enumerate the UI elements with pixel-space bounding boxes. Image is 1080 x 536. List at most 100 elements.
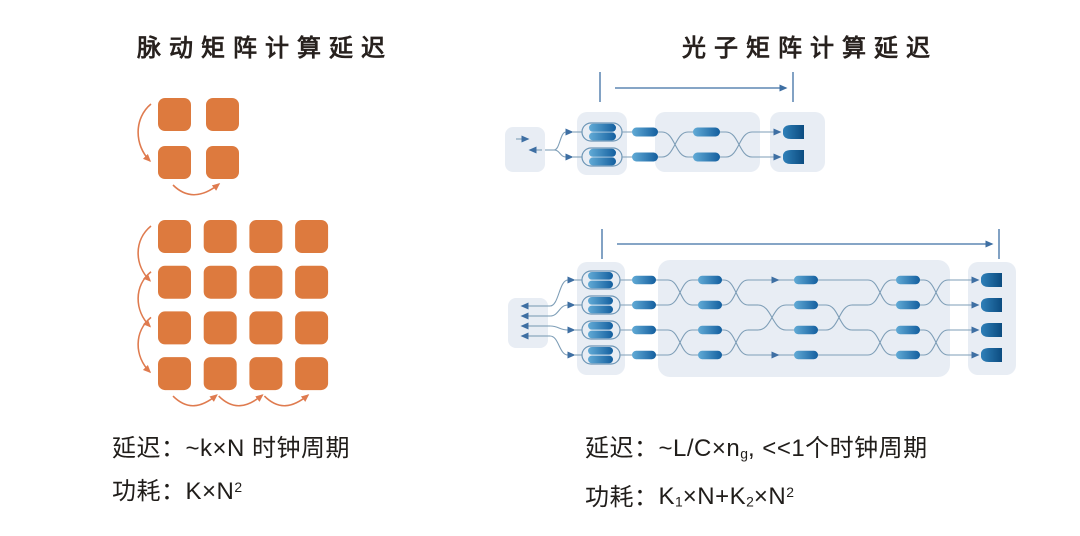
phase-shifter-pill	[698, 275, 722, 285]
phase-shifter-pill	[896, 325, 920, 335]
photonic-specs: 延迟：~L/C×ng, <<1个时钟周期 功耗：K1×N+K2×N2	[585, 429, 928, 522]
pe-cell	[295, 357, 329, 391]
photonic-circuit-4ch	[508, 229, 1016, 377]
waveguide	[661, 131, 689, 158]
phase-shifter-pill	[589, 123, 616, 132]
phase-shifter-pill	[698, 325, 722, 335]
pe-cell	[203, 220, 237, 253]
waveguide	[867, 279, 893, 306]
waveguide	[757, 304, 787, 331]
phase-shifter-pill	[588, 355, 613, 364]
phase-shifter-pill	[896, 275, 920, 285]
phase-shifter-pill	[632, 152, 658, 162]
waveguide	[825, 304, 853, 331]
input-block	[505, 127, 545, 172]
pe-cell	[295, 265, 329, 299]
waveguide	[549, 325, 569, 331]
phase-shifter-pill	[794, 275, 818, 285]
phase-shifter-pill	[589, 148, 616, 157]
waveguide	[867, 329, 893, 356]
power-formula: K×N2	[185, 477, 243, 505]
waveguide	[549, 279, 569, 307]
power-label: 功耗：	[112, 477, 186, 505]
power-formula: K1×N+K2×N2	[658, 483, 794, 511]
pe-cell	[249, 220, 283, 253]
pe-cell	[295, 311, 329, 345]
latency-label: 延迟：	[112, 435, 186, 462]
pe-cell	[295, 220, 329, 253]
phase-shifter-pill	[588, 272, 613, 280]
col-shift-arrow-icon	[218, 394, 264, 407]
photonic-circuit-2ch	[505, 72, 825, 175]
col-shift-arrow-icon	[263, 394, 310, 407]
phase-shifter-pill	[588, 322, 613, 330]
phase-shifter-pill	[588, 330, 613, 339]
photodetector-icon	[981, 298, 1002, 312]
photodetector-icon	[981, 348, 1002, 362]
systolic-array-4x4	[137, 220, 329, 407]
waveguide	[725, 131, 753, 158]
phase-shifter-pill	[693, 152, 720, 162]
phase-shifter-pill	[896, 350, 920, 360]
phase-shifter-pill	[896, 300, 920, 310]
waveguide	[923, 329, 949, 356]
photodetector-icon	[783, 125, 804, 139]
pe-cell	[158, 98, 191, 131]
pe-cell	[203, 311, 237, 345]
systolic-specs: 延迟：~k×N 时钟周期 功耗：K×N2	[112, 429, 350, 511]
phase-shifter-pill	[589, 157, 616, 166]
latency-label: 延迟：	[585, 435, 659, 462]
waveguide	[549, 304, 569, 317]
systolic-power-line: 功耗：K×N2	[112, 468, 350, 511]
photodetector-icon	[783, 150, 804, 164]
col-shift-arrow-icon	[172, 183, 221, 196]
pe-cell	[158, 220, 191, 253]
latency-formula: ~L/C×ng, <<1个时钟周期	[658, 435, 928, 462]
photodetector-icon	[981, 273, 1002, 287]
waveguide	[553, 149, 567, 158]
latency-formula: ~k×N 时钟周期	[185, 435, 351, 462]
phase-shifter-pill	[588, 280, 613, 289]
systolic-array-2x2	[137, 98, 239, 196]
waveguide	[667, 329, 693, 356]
pe-cell	[249, 311, 283, 345]
photonic-panel-title: 光子矩阵计算延迟	[682, 35, 938, 62]
power-label: 功耗：	[585, 483, 659, 511]
phase-shifter-pill	[632, 127, 658, 137]
photonic-latency-line: 延迟：~L/C×ng, <<1个时钟周期	[585, 429, 928, 474]
waveguide	[667, 279, 693, 306]
pe-cell	[249, 357, 283, 391]
phase-shifter-pill	[698, 300, 722, 310]
detector-block	[968, 262, 1016, 375]
phase-shifter-pill	[794, 350, 818, 360]
phase-shifter-pill	[589, 132, 616, 141]
waveguide	[723, 329, 749, 356]
phase-shifter-pill	[794, 325, 818, 335]
phase-shifter-pill	[588, 347, 613, 355]
pe-cell	[158, 357, 191, 391]
pe-cell	[158, 146, 191, 179]
waveguide	[549, 335, 569, 356]
photonic-power-line: 功耗：K1×N+K2×N2	[585, 474, 928, 522]
row-shift-arrow-icon	[137, 316, 152, 374]
phase-shifter-pill	[632, 350, 656, 360]
pe-cell	[158, 265, 191, 299]
clock-span-arrow	[599, 72, 794, 102]
col-shift-arrow-icon	[172, 394, 218, 407]
interference-mesh-block	[655, 112, 760, 172]
phase-shifter-pill	[632, 325, 656, 335]
waveguide	[723, 279, 749, 306]
pe-cell	[158, 311, 191, 345]
systolic-latency-line: 延迟：~k×N 时钟周期	[112, 429, 350, 468]
pe-cell	[206, 146, 239, 179]
photodetector-icon	[981, 323, 1002, 337]
phase-shifter-pill	[794, 300, 818, 310]
phase-shifter-pill	[588, 297, 613, 305]
phase-shifter-pill	[698, 350, 722, 360]
pe-cell	[203, 265, 237, 299]
systolic-panel-title: 脉动矩阵计算延迟	[137, 35, 393, 62]
waveguide	[923, 279, 949, 306]
phase-shifter-pill	[632, 275, 656, 285]
systolic-array-diagram	[137, 98, 329, 407]
